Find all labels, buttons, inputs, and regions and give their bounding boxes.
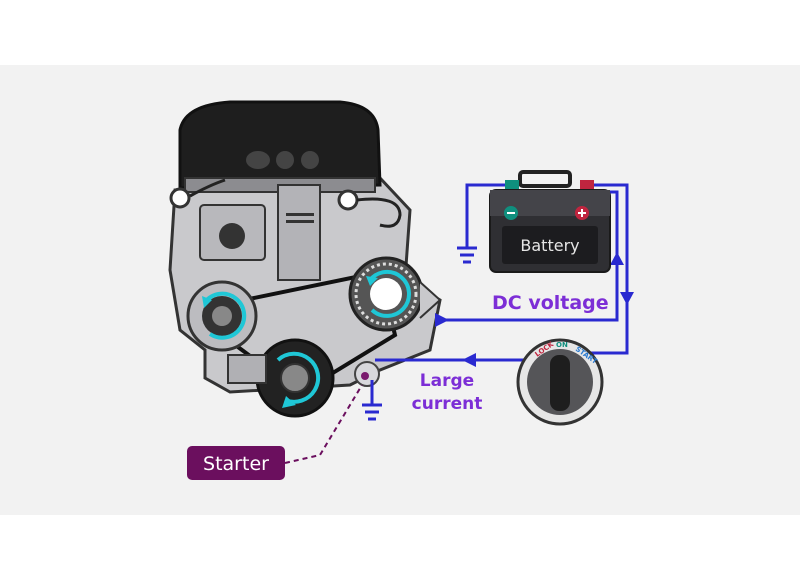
arrow-down [620,292,634,305]
starter-callout-line [284,384,363,464]
ground-icon [457,246,477,264]
large-current-label-line1: Large [420,371,474,391]
sensor-ring-left [169,187,191,209]
arrow-dc [435,313,449,327]
cover-plug-1 [246,151,270,169]
battery: Battery [489,170,611,273]
lower-bracket [227,354,267,384]
mount-hole [219,223,245,249]
ignition-switch: LOCK ON START [516,338,604,426]
alternator-hub [370,278,402,310]
switch-key [550,355,570,411]
starter-label: Starter [203,453,269,475]
negative-wire [465,183,512,248]
cover-plug-3 [301,151,319,169]
battery-label-panel [502,226,598,264]
rotation-arrow-icon [276,351,321,404]
engine [168,100,442,418]
switch-pos-on: ON [556,341,568,349]
rotation-arrow-icon [368,269,412,318]
sensor-ring-right [337,189,359,211]
battery-label: Battery [520,236,579,255]
positive-wire-to-switch [588,183,629,355]
negative-terminal-post [505,180,519,190]
starter-badge [187,446,285,480]
engine-valve-cover [178,100,382,190]
arrow-left [462,353,476,367]
battery-handle [518,170,572,188]
starter-pulley-hub [280,363,310,393]
ground-icon [362,403,382,421]
center-plate [277,184,321,281]
rotation-arrow-icon [203,291,247,340]
positive-terminal-post [580,180,594,190]
dc-voltage-label: DC voltage [492,292,609,314]
large-current-label-line2: current [412,394,483,414]
cover-plug-2 [276,151,294,169]
arrow-up [610,252,624,265]
